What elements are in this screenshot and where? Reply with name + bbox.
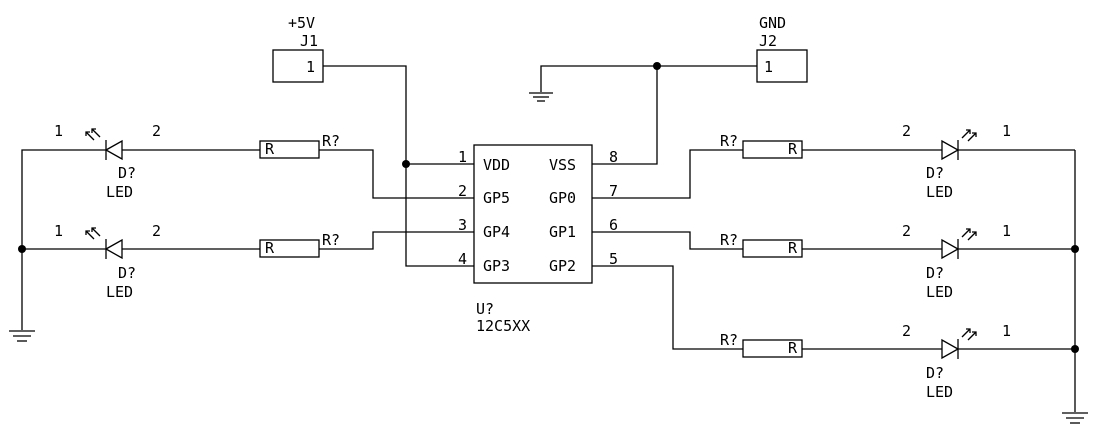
j2-net-label: GND — [759, 14, 786, 32]
ic-pin-name-gp1: GP1 — [549, 223, 576, 241]
ground-symbol-right — [1062, 412, 1088, 424]
led-value-label: LED — [926, 283, 953, 301]
led-pin-a-label: 1 — [1002, 322, 1011, 340]
ic-pin-num-1: 1 — [458, 148, 467, 166]
wire-gp5 — [319, 149, 474, 199]
resistor-right-bottom: R R? — [720, 331, 803, 358]
led-pin-b-label: 2 — [902, 322, 911, 340]
led-pin-a-label: 1 — [1002, 222, 1011, 240]
ic-part-label: 12C5XX — [476, 317, 530, 335]
j1-pin-label: 1 — [306, 58, 315, 76]
junction-gnd — [653, 62, 661, 70]
junction-vdd — [402, 160, 410, 168]
wire-vss — [592, 66, 658, 165]
ic-pin-name-gp0: GP0 — [549, 189, 576, 207]
led-left-bottom: 1 2 D? LED — [54, 222, 161, 301]
ic-pin-num-8: 8 — [609, 148, 618, 166]
led-right-top: 2 1 D? LED — [902, 122, 1011, 201]
resistor-value-label: R — [788, 339, 798, 357]
wire-gp2 — [592, 265, 743, 350]
ic-12c5xx: VDD GP5 GP4 GP3 VSS GP0 GP1 GP2 1 2 3 4 … — [458, 144, 618, 335]
wires — [21, 65, 1076, 412]
j2-pin-label: 1 — [764, 58, 773, 76]
resistor-value-label: R — [265, 239, 275, 257]
wire-gp1 — [592, 231, 743, 250]
connector-j2: GND J2 1 — [756, 14, 808, 83]
wire-left-rail — [21, 149, 106, 330]
wire-gp0 — [592, 149, 743, 199]
ic-pin-name-gp3: GP3 — [483, 257, 510, 275]
wire-gnd — [540, 65, 757, 92]
led-pin-a-label: 1 — [54, 222, 63, 240]
ic-pin-num-4: 4 — [458, 250, 467, 268]
led-right-middle: 2 1 D? LED — [902, 222, 1011, 301]
led-pin-b-label: 2 — [902, 122, 911, 140]
resistor-value-label: R — [788, 140, 798, 158]
led-ref-label: D? — [118, 264, 136, 282]
ic-pin-num-5: 5 — [609, 250, 618, 268]
led-ref-label: D? — [926, 364, 944, 382]
ic-ref-label: U? — [476, 300, 494, 318]
resistor-ref-label: R? — [720, 132, 738, 150]
ic-pin-num-3: 3 — [458, 216, 467, 234]
led-pin-a-label: 1 — [54, 122, 63, 140]
led-ref-label: D? — [118, 164, 136, 182]
ic-pin-name-gp5: GP5 — [483, 189, 510, 207]
led-left-top: 1 2 D? LED — [54, 122, 161, 201]
ic-pin-name-gp2: GP2 — [549, 257, 576, 275]
led-value-label: LED — [106, 183, 133, 201]
ic-pin-num-7: 7 — [609, 182, 618, 200]
ic-pin-name-gp4: GP4 — [483, 223, 510, 241]
led-pin-b-label: 2 — [152, 122, 161, 140]
resistor-value-label: R — [265, 140, 275, 158]
resistor-right-middle: R R? — [720, 231, 803, 258]
ic-pin-num-6: 6 — [609, 216, 618, 234]
resistor-left-top: R R? — [259, 132, 340, 159]
resistor-ref-label: R? — [720, 231, 738, 249]
ic-pin-name-vdd: VDD — [483, 156, 510, 174]
led-ref-label: D? — [926, 164, 944, 182]
led-value-label: LED — [926, 183, 953, 201]
junction-right-2 — [1071, 345, 1079, 353]
junction-left — [18, 245, 26, 253]
j1-net-label: +5V — [288, 14, 315, 32]
wire-gp4 — [319, 231, 474, 250]
resistor-value-label: R — [788, 239, 798, 257]
led-pin-b-label: 2 — [152, 222, 161, 240]
j1-ref-label: J1 — [300, 32, 318, 50]
resistor-left-bottom: R R? — [259, 231, 340, 258]
junctions — [18, 62, 1079, 353]
resistor-ref-label: R? — [322, 132, 340, 150]
wire-5v — [323, 65, 474, 267]
led-value-label: LED — [106, 283, 133, 301]
ground-symbol-left — [9, 330, 35, 342]
junction-right-1 — [1071, 245, 1079, 253]
led-ref-label: D? — [926, 264, 944, 282]
led-pin-b-label: 2 — [902, 222, 911, 240]
resistor-ref-label: R? — [322, 231, 340, 249]
ic-body — [473, 144, 593, 284]
resistor-right-top: R R? — [720, 132, 803, 159]
led-right-bottom: 2 1 D? LED — [902, 322, 1011, 401]
ground-symbol-top — [529, 92, 553, 102]
connector-j1: +5V J1 1 — [272, 14, 324, 83]
led-value-label: LED — [926, 383, 953, 401]
resistor-ref-label: R? — [720, 331, 738, 349]
ic-pin-name-vss: VSS — [549, 156, 576, 174]
j2-ref-label: J2 — [759, 32, 777, 50]
led-pin-a-label: 1 — [1002, 122, 1011, 140]
ic-pin-num-2: 2 — [458, 182, 467, 200]
